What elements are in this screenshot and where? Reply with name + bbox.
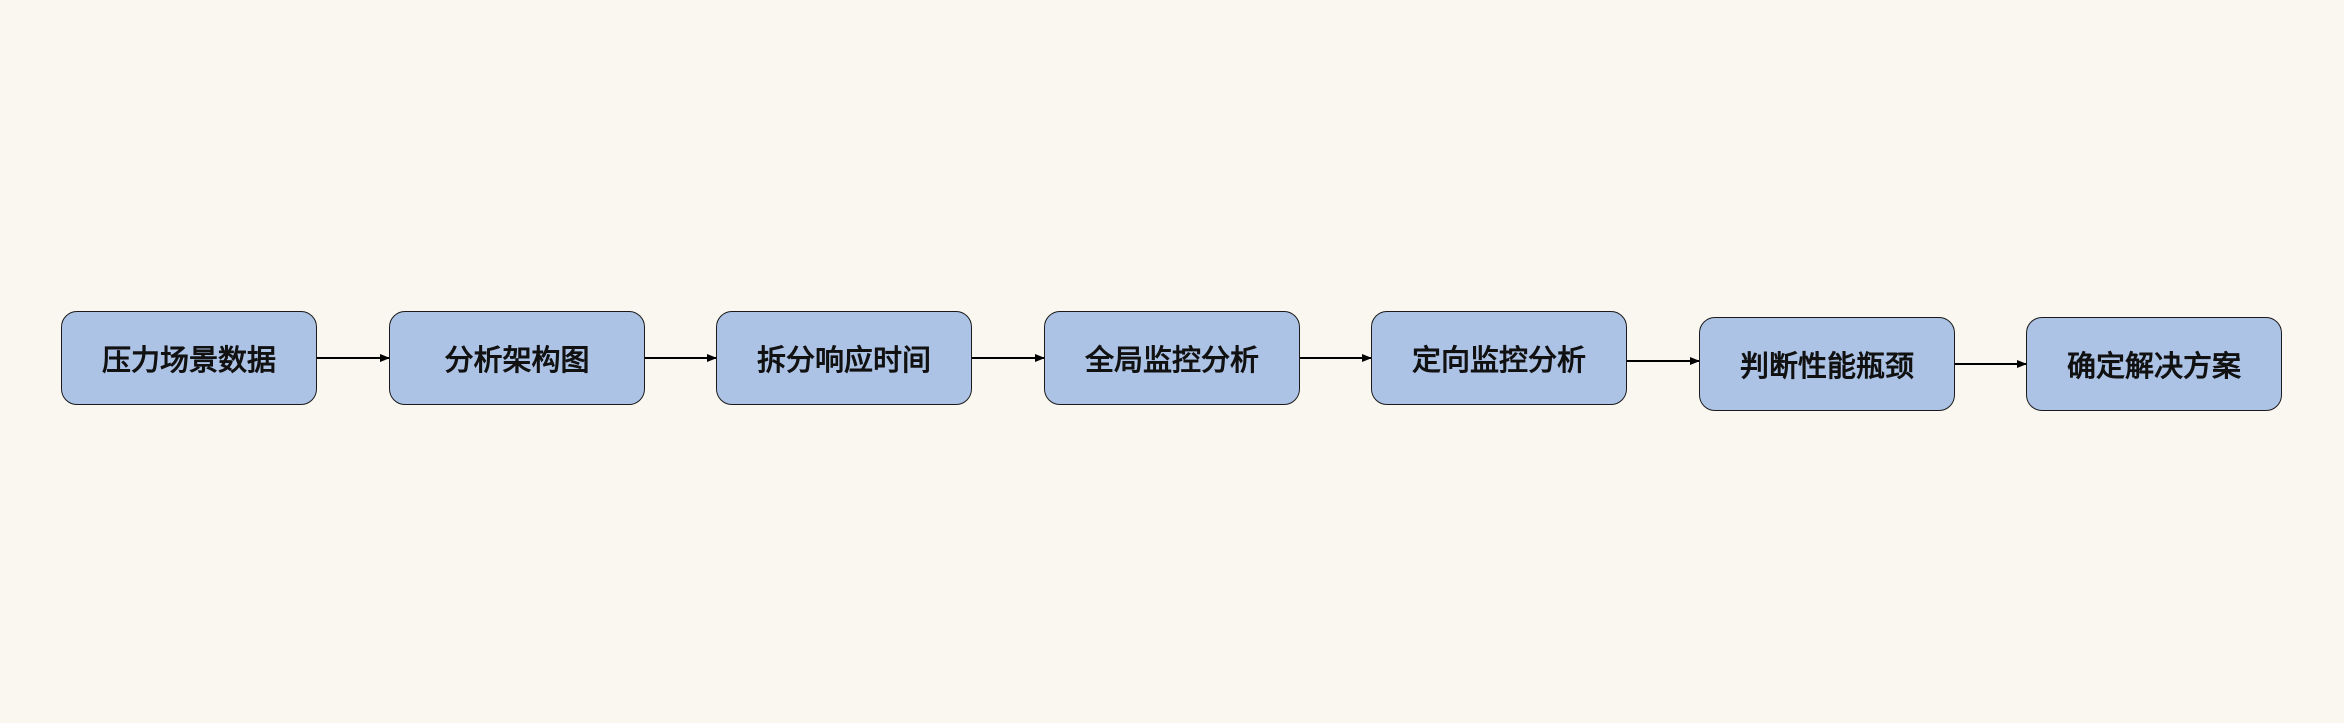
flow-node-global-monitoring: 全局监控分析	[1044, 311, 1300, 405]
flow-node-label: 拆分响应时间	[756, 343, 931, 377]
flow-node-label: 定向监控分析	[1411, 343, 1586, 377]
flow-node-label: 分析架构图	[444, 343, 590, 377]
flow-node-analyze-architecture: 分析架构图	[389, 311, 645, 405]
flow-node-label: 判断性能瓶颈	[1739, 349, 1914, 383]
flow-node-targeted-monitoring: 定向监控分析	[1371, 311, 1627, 405]
flow-node-label: 全局监控分析	[1084, 343, 1259, 377]
flow-node-determine-solution: 确定解决方案	[2026, 317, 2282, 411]
flow-node-label: 确定解决方案	[2066, 349, 2241, 383]
flow-node-identify-bottleneck: 判断性能瓶颈	[1699, 317, 1955, 411]
flow-node-label: 压力场景数据	[101, 343, 276, 377]
flow-node-split-response-time: 拆分响应时间	[716, 311, 972, 405]
flow-node-pressure-scenario-data: 压力场景数据	[61, 311, 317, 405]
